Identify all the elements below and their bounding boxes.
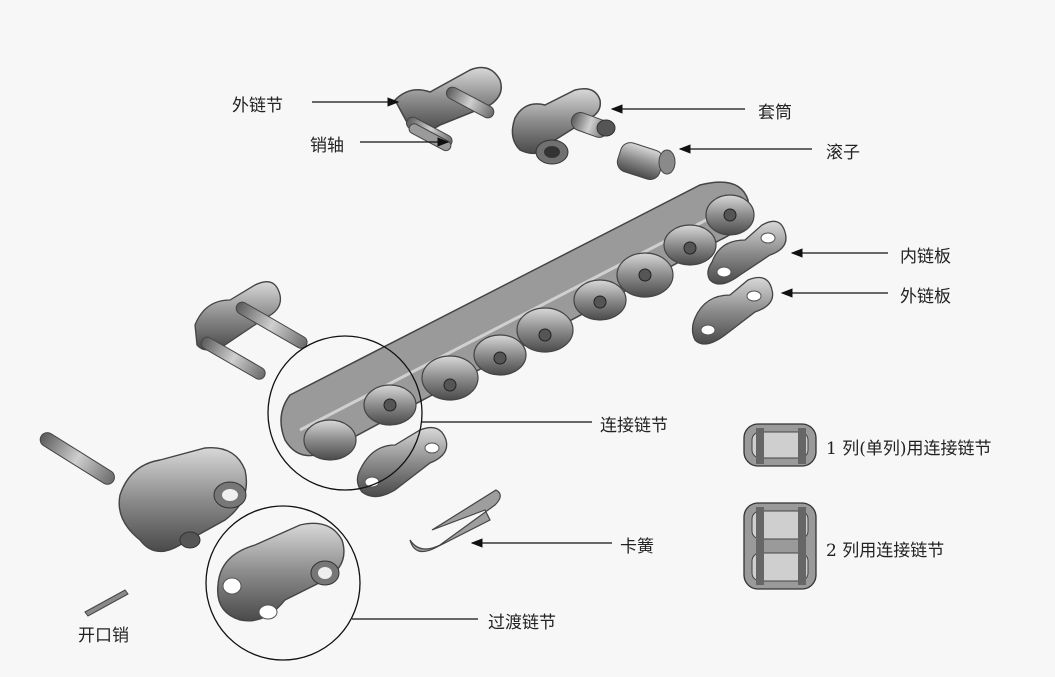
label-bushing: 套筒 xyxy=(758,103,792,123)
offset-link-circle xyxy=(205,505,361,661)
connecting-side-plate xyxy=(356,426,448,498)
offset-link-part xyxy=(118,446,248,553)
chain-body xyxy=(280,181,755,461)
label-spring-clip: 卡簧 xyxy=(620,537,654,557)
double-row-link-icon xyxy=(743,502,817,590)
connecting-link-circle xyxy=(267,335,423,491)
label-inner-plate: 内链板 xyxy=(900,247,951,267)
connecting-pin-plate xyxy=(194,281,308,380)
label-roller: 滚子 xyxy=(826,143,860,163)
cotter-pin-part xyxy=(84,589,129,617)
inner-plate-part xyxy=(707,220,787,285)
label-connecting-link: 连接链节 xyxy=(600,416,668,436)
single-row-link-icon xyxy=(743,423,817,467)
outer-plate-part xyxy=(691,276,774,345)
label-double-row-connecting: 2 列用连接链节 xyxy=(826,541,945,561)
label-offset-link: 过渡链节 xyxy=(488,613,556,633)
spring-clip-part xyxy=(409,489,501,553)
label-pin: 销轴 xyxy=(310,136,344,156)
cotter-pin-long xyxy=(39,432,115,485)
label-outer-link: 外链节 xyxy=(232,96,283,116)
roller-part xyxy=(616,142,676,181)
label-cotter-pin: 开口销 xyxy=(78,626,129,646)
label-single-row-connecting: 1 列(单列)用连接链节 xyxy=(826,439,992,459)
label-outer-plate: 外链板 xyxy=(900,287,951,307)
inner-link-part xyxy=(511,88,609,165)
bushing-part xyxy=(596,119,616,137)
outer-link-part xyxy=(394,66,502,148)
offset-link-zoom xyxy=(216,522,345,622)
